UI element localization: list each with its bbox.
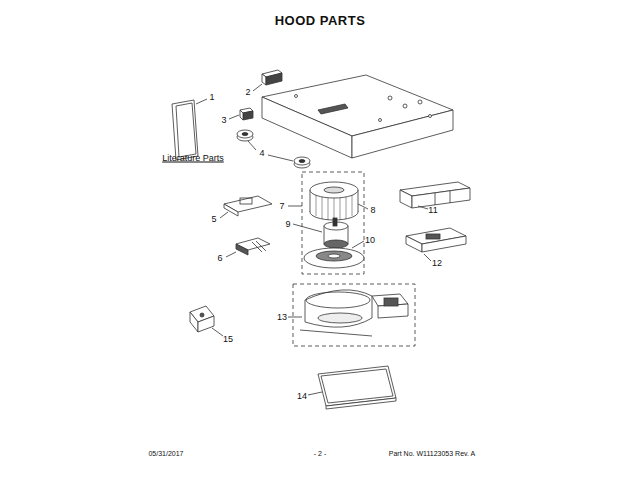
page-number: - 2 - (314, 450, 326, 457)
callout-number: 3 (221, 116, 226, 125)
part-6 (236, 238, 270, 255)
callout-number: 4 (259, 149, 264, 158)
part-11 (400, 182, 470, 208)
grease-filter (318, 366, 396, 409)
part-12 (406, 228, 466, 252)
literature-book (172, 100, 198, 160)
blower-housing (300, 290, 408, 336)
callout-number: 14 (297, 392, 307, 401)
hood-body (262, 75, 453, 158)
section-label: Literature Parts (162, 154, 224, 163)
footer-date: 05/31/2017 (148, 450, 183, 457)
motor (324, 218, 348, 248)
part-number: Part No. W11123053 Rev. A (389, 450, 475, 457)
part-5 (224, 196, 272, 216)
callout-number: 1 (209, 93, 214, 102)
callout-number: 7 (279, 202, 284, 211)
callout-number: 5 (211, 215, 216, 224)
callout-number: 11 (428, 206, 437, 215)
part-4 (237, 130, 310, 168)
callout-number: 13 (277, 313, 287, 322)
motor-plate (304, 248, 364, 268)
blower-wheel (310, 182, 358, 220)
page-title: HOOD PARTS (275, 14, 366, 27)
part-3 (240, 108, 253, 120)
callout-number: 12 (432, 259, 442, 268)
callout-number: 6 (217, 254, 222, 263)
callout-number: 8 (370, 206, 375, 215)
callout-number: 9 (285, 220, 290, 229)
part-2 (262, 70, 282, 85)
part-15 (190, 306, 214, 332)
callout-number: 10 (365, 236, 375, 245)
callout-number: 15 (223, 335, 233, 344)
callout-number: 2 (245, 88, 250, 97)
